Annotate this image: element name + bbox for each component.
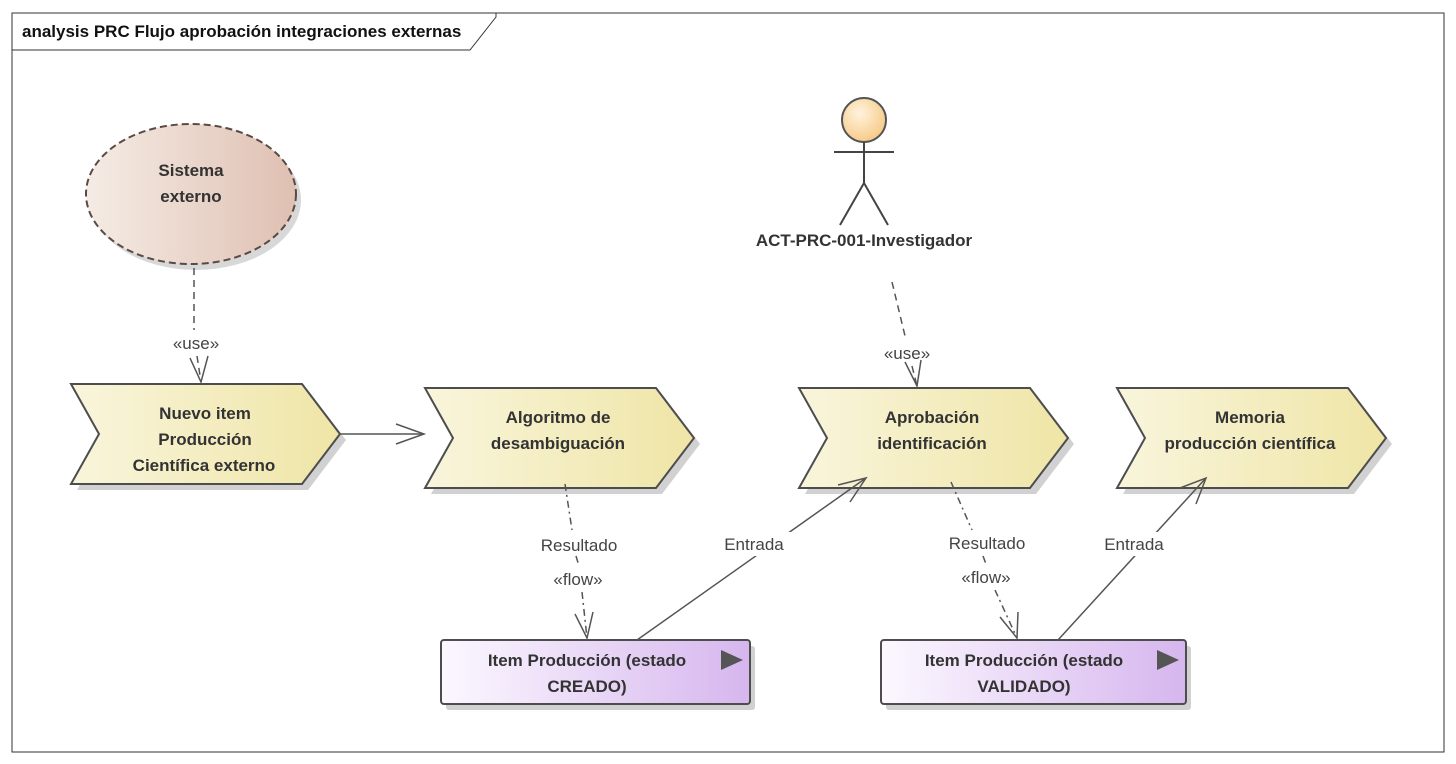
connector-entrada-validado[interactable] (1057, 476, 1208, 641)
process-nuevo-item-line-1: Nuevo item (159, 404, 251, 423)
actor-head (841, 97, 887, 143)
actor-label: ACT-PRC-001-Investigador (756, 231, 973, 250)
connector-use-external[interactable] (189, 268, 209, 385)
frame-title-tab (11, 12, 497, 51)
process-nuevo-item-line-3: Científica externo (133, 456, 276, 475)
connector-label-flow-1: «flow» (553, 570, 602, 589)
object-item-creado-line-1: Item Producción (estado (488, 651, 686, 670)
process-nuevo-item[interactable]: Nuevo item Producción Científica externo (69, 383, 346, 490)
process-memoria-line-2: producción científica (1165, 434, 1337, 453)
process-aprobacion[interactable]: Aprobación identificación (797, 387, 1074, 494)
connector-flow-nuevo-to-algoritmo[interactable] (341, 423, 427, 445)
connector-use-actor[interactable] (891, 281, 922, 389)
process-aprobacion-line-1: Aprobación (885, 408, 979, 427)
external-system-node[interactable]: Sistema externo (85, 123, 301, 270)
connector-label-use-2: «use» (884, 344, 930, 363)
object-pin-icon (1157, 650, 1179, 670)
process-nuevo-item-line-2: Producción (158, 430, 252, 449)
connector-label-use-1: «use» (173, 334, 219, 353)
frame-title: analysis PRC Flujo aprobación integracio… (22, 22, 461, 41)
process-aprobacion-line-2: identificación (877, 434, 987, 453)
connector-entrada-creado[interactable] (636, 476, 868, 641)
connector-label-entrada-2: Entrada (1104, 535, 1164, 554)
process-memoria-line-1: Memoria (1215, 408, 1285, 427)
object-item-creado[interactable]: Item Producción (estado CREADO) (440, 639, 755, 710)
connector-label-flow-2: «flow» (961, 568, 1010, 587)
actor-node[interactable]: ACT-PRC-001-Investigador (756, 97, 973, 250)
connector-resultado-aprobacion[interactable] (950, 481, 1019, 641)
process-algoritmo[interactable]: Algoritmo de desambiguación (423, 387, 700, 494)
connector-resultado-algoritmo[interactable] (564, 483, 594, 641)
object-pin-icon (721, 650, 743, 670)
connector-label-resultado-1: Resultado (541, 536, 618, 555)
process-memoria[interactable]: Memoria producción científica (1115, 387, 1392, 494)
process-algoritmo-line-2: desambiguación (491, 434, 625, 453)
object-item-validado-line-1: Item Producción (estado (925, 651, 1123, 670)
external-system-label-line-2: externo (160, 187, 221, 206)
connector-label-resultado-2: Resultado (949, 534, 1026, 553)
connector-label-entrada-1: Entrada (724, 535, 784, 554)
object-item-validado[interactable]: Item Producción (estado VALIDADO) (880, 639, 1191, 710)
process-algoritmo-line-1: Algoritmo de (506, 408, 611, 427)
object-item-validado-line-2: VALIDADO) (977, 677, 1070, 696)
object-item-creado-line-2: CREADO) (547, 677, 626, 696)
external-system-label-line-1: Sistema (158, 161, 224, 180)
